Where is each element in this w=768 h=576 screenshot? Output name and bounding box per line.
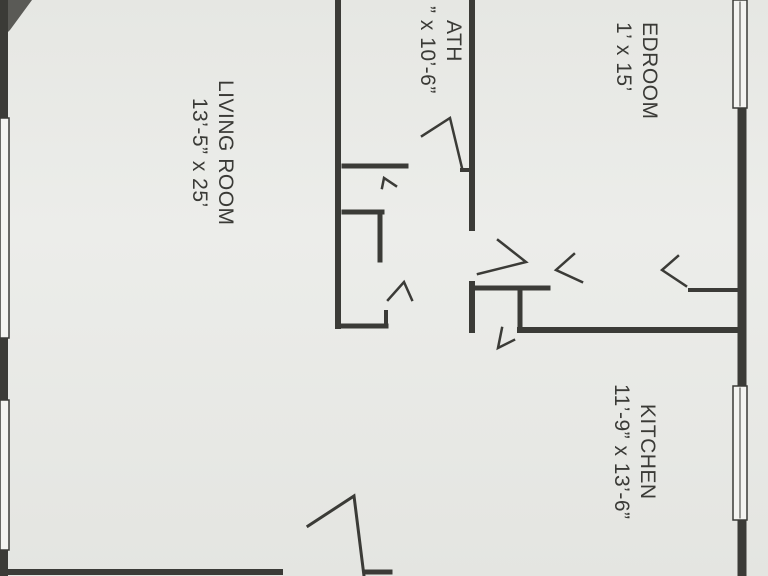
bedroom-name: EDROOM: [638, 22, 661, 120]
entry-door-swing: [305, 493, 366, 576]
kitchen-door-swing: [496, 326, 516, 351]
left-window-lower: [0, 399, 10, 551]
closet-door-swing-bedroom: [553, 252, 584, 284]
room-label-kitchen: KITCHEN 11’-9” x 13’-6”: [608, 384, 660, 520]
kitchen-name: KITCHEN: [636, 403, 659, 500]
living-room-name: LIVING ROOM: [214, 80, 237, 226]
bath-name: ATH: [442, 20, 465, 62]
room-label-living: LIVING ROOM 13’-5” x 25’: [186, 80, 238, 226]
bath-door-swing: [420, 115, 464, 170]
bedroom-door-swing: [476, 238, 529, 276]
room-label-bedroom: EDROOM 1’ x 15’: [610, 8, 662, 120]
bath-size: ” x 10’-6”: [416, 6, 439, 94]
closet-door-swing-right: [659, 254, 688, 288]
closet-door-swing-lower: [386, 279, 414, 302]
closet-door-swing-upper: [380, 175, 398, 190]
bedroom-size: 1’ x 15’: [612, 22, 635, 92]
kitchen-size: 11’-9” x 13’-6”: [610, 384, 633, 520]
living-room-size: 13’-5” x 25’: [188, 97, 211, 208]
room-label-bath: ATH ” x 10’-6”: [414, 6, 466, 94]
left-window-upper: [0, 117, 10, 339]
